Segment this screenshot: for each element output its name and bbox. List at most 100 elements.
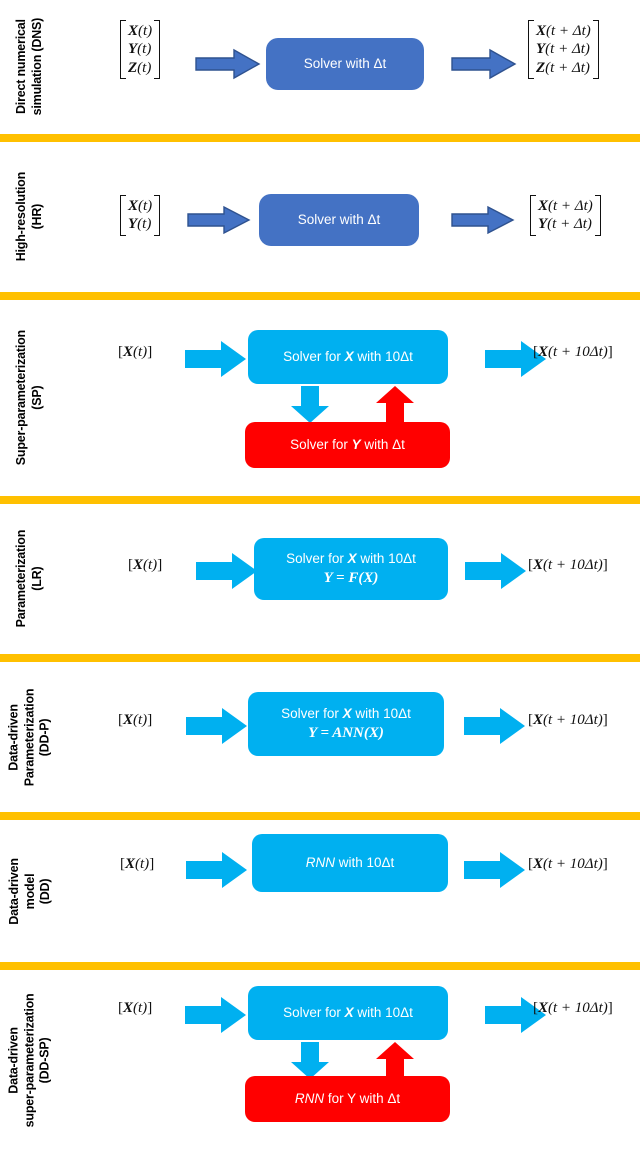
ddsp-input-arrow [185, 996, 247, 1034]
dd-input-arrow [186, 851, 248, 889]
row-label-dns-line1: Direct numerical [14, 19, 29, 114]
dns-solver-label: Solver with Δt [303, 55, 387, 71]
lr-main-label-line2: Y = F(X) [323, 569, 379, 586]
sp-out-x: X(t + 10Δt) [538, 344, 608, 360]
hr-in-x: X(t) [128, 198, 153, 214]
dns-out-z: Z(t + Δt) [536, 59, 590, 76]
row-label-dns-line2: simulation (DNS) [30, 17, 44, 116]
divider-6 [0, 962, 640, 970]
dns-output-vector: X(t + Δt) Y(t + Δt) Z(t + Δt) [528, 20, 599, 79]
dd-output-vector: [X(t + 10Δt)] [528, 856, 608, 872]
hr-output-vector: X(t + Δt) Y(t + Δt) [530, 195, 601, 236]
lr-main-box[interactable]: Solver for X with 10Δt Y = F(X) [254, 538, 448, 600]
ddsp-input-vector: [X(t)] [118, 1000, 153, 1016]
row-label-dd-line2: model [22, 873, 37, 909]
dns-out-x: X(t + Δt) [536, 23, 591, 39]
hr-solver-box[interactable]: Solver with Δt [259, 194, 419, 246]
dd-out-x: X(t + 10Δt) [533, 856, 603, 872]
sp-sub-box[interactable]: Solver for Y with Δt [245, 422, 450, 468]
lr-main-label-line1: Solver for X with 10Δt [286, 550, 416, 566]
hr-output-arrow [451, 205, 515, 235]
lr-input-arrow [196, 552, 258, 590]
ddp-main-label-line2: Y = ANN(X) [308, 724, 384, 741]
row-label-sp-line2: (SP) [30, 385, 44, 411]
ddp-output-vector: [X(t + 10Δt)] [528, 712, 608, 728]
ddsp-in-x: X(t) [123, 1000, 148, 1016]
hr-out-y: Y(t + Δt) [538, 216, 592, 233]
ddsp-sub-suffix: for Y with Δt [327, 1090, 401, 1106]
divider-3 [0, 496, 640, 504]
row-label-dd: Data-driven model (DD) [0, 820, 60, 962]
ddp-in-x: X(t) [123, 712, 148, 728]
ddp-input-arrow [186, 707, 248, 745]
ddp-input-vector: [X(t)] [118, 712, 153, 728]
row-label-ddp: Data-driven Parameterization (DD-P) [0, 662, 60, 812]
ddp-output-arrow [464, 707, 526, 745]
sp-sub-label: Solver for Y with Δt [290, 436, 405, 452]
row-label-lr-line2: (LR) [30, 566, 45, 592]
ddsp-output-vector: [X(t + 10Δt)] [533, 1000, 613, 1016]
ddsp-down-arrow [290, 1042, 330, 1080]
dns-in-z: Z(t) [128, 59, 152, 76]
divider-1 [0, 134, 640, 142]
ddsp-sub-box[interactable]: RNN for Y with Δt [245, 1076, 450, 1122]
row-label-ddsp-line3: (DD-SP) [37, 1037, 52, 1083]
row-label-ddsp-line1: Data-driven [6, 1026, 21, 1094]
ddsp-up-arrow [375, 1042, 415, 1080]
sp-up-arrow [375, 386, 415, 424]
ddp-out-x: X(t + 10Δt) [533, 712, 603, 728]
dns-solver-box[interactable]: Solver with Δt [266, 38, 424, 90]
lr-out-x: X(t + 10Δt) [533, 557, 603, 573]
row-label-ddp-line2: Parameterization [22, 688, 37, 786]
ddsp-main-box[interactable]: Solver for X with 10Δt [248, 986, 448, 1040]
row-label-ddp-line3: (DD-P) [37, 718, 52, 756]
ddp-main-box[interactable]: Solver for X with 10Δt Y = ANN(X) [248, 692, 444, 756]
hr-input-vector: X(t) Y(t) [120, 195, 161, 236]
sp-output-vector: [X(t + 10Δt)] [533, 344, 613, 360]
dd-input-vector: [X(t)] [120, 856, 155, 872]
ddsp-output-arrow [485, 996, 547, 1034]
sp-down-arrow [290, 386, 330, 424]
dd-output-arrow [464, 851, 526, 889]
row-label-ddsp-line2: super-parameterization [22, 993, 37, 1127]
lr-output-arrow [465, 552, 527, 590]
row-label-dd-line3: (DD) [37, 878, 52, 904]
sp-input-arrow [185, 340, 247, 378]
hr-input-arrow [187, 205, 251, 235]
dns-input-vector: X(t) Y(t) Z(t) [120, 20, 161, 79]
row-label-lr-line1: Parameterization [14, 530, 29, 628]
hr-out-x: X(t + Δt) [538, 198, 593, 214]
row-label-lr: Parameterization (LR) [0, 504, 60, 654]
hr-in-y: Y(t) [128, 216, 152, 233]
lr-input-vector: [X(t)] [128, 557, 163, 573]
ddsp-sub-label: RNN for Y with Δt [294, 1090, 401, 1106]
dd-main-suffix: with 10Δt [338, 854, 395, 870]
sp-output-arrow [485, 340, 547, 378]
row-label-ddp-line1: Data-driven [6, 703, 21, 771]
sp-main-box[interactable]: Solver for X with 10Δt [248, 330, 448, 384]
sp-input-vector: [X(t)] [118, 344, 153, 360]
lr-output-vector: [X(t + 10Δt)] [528, 557, 608, 573]
ddp-main-label-line1: Solver for X with 10Δt [281, 705, 411, 721]
row-label-sp-line1: Super-parameterization [14, 330, 29, 466]
sp-main-label: Solver for X with 10Δt [283, 348, 413, 364]
sp-in-x: X(t) [123, 344, 148, 360]
hr-solver-label: Solver with Δt [297, 211, 381, 227]
dd-main-box[interactable]: RNN with 10Δt [252, 834, 448, 892]
row-label-dd-line1: Data-driven [6, 857, 21, 925]
dns-out-y: Y(t + Δt) [536, 41, 590, 58]
row-label-hr-line1: High-resolution [14, 172, 29, 262]
ddsp-out-x: X(t + 10Δt) [538, 1000, 608, 1016]
dns-output-arrow [451, 48, 517, 80]
row-label-dns: Direct numerical simulation (DNS) [0, 0, 60, 133]
row-label-hr-line2: (HR) [30, 204, 45, 230]
row-label-hr: High-resolution (HR) [0, 142, 60, 292]
divider-4 [0, 654, 640, 662]
ddsp-main-label: Solver for X with 10Δt [283, 1004, 413, 1020]
divider-2 [0, 292, 640, 300]
divider-5 [0, 812, 640, 820]
dns-in-y: Y(t) [128, 41, 152, 58]
lr-in-x: X(t) [133, 557, 158, 573]
row-label-ddsp: Data-driven super-parameterization (DD-S… [0, 970, 60, 1150]
